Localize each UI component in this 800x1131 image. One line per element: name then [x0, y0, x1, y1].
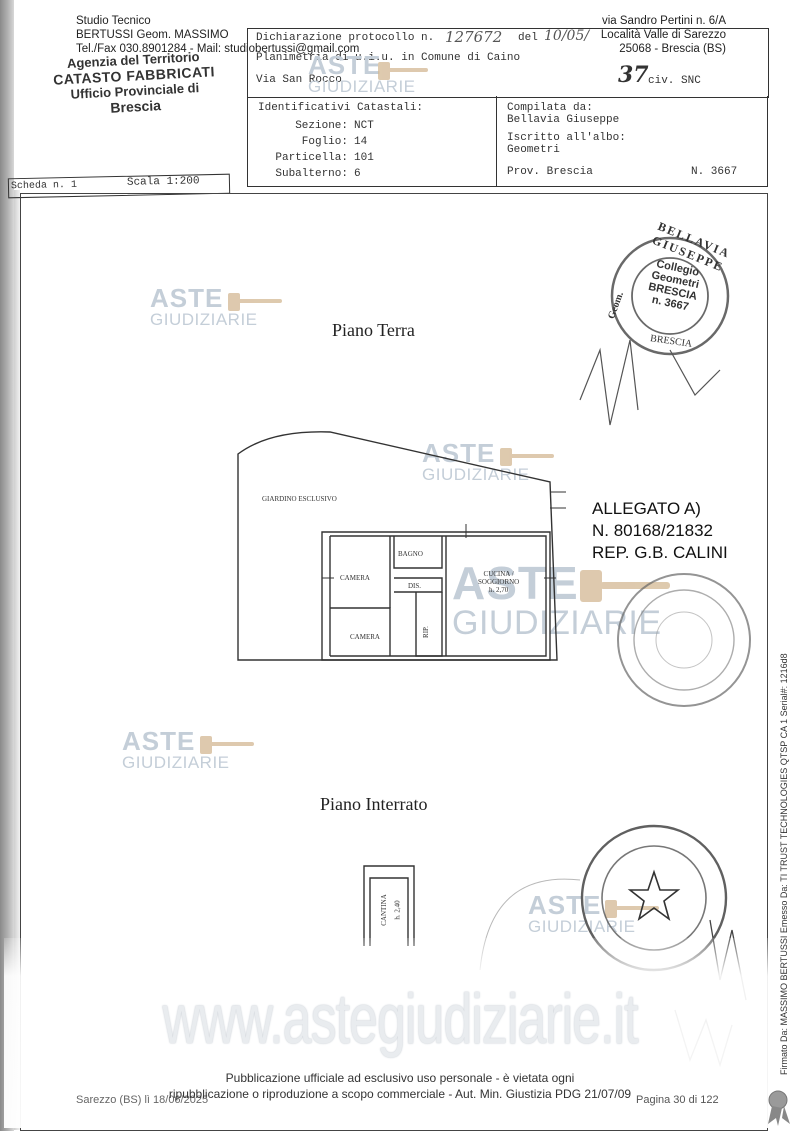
footer-place-date: Sarezzo (BS) lì 18/06/2025	[76, 1094, 209, 1106]
room-cellar: CANTINA	[379, 894, 388, 926]
id-label: Subalterno:	[275, 168, 348, 180]
id-label: Foglio:	[301, 136, 348, 148]
watermark: ASTE GIUDIZIARIE	[422, 440, 530, 483]
protocol-number: 127672	[445, 28, 503, 46]
watermark-line: GIUDIZIARIE	[422, 465, 530, 484]
watermark-line: ASTE	[452, 557, 579, 609]
address-line: Località Valle di Sarezzo	[600, 29, 726, 41]
id-label: Sezione:	[295, 120, 348, 132]
civic-suffix: civ. SNC	[648, 75, 701, 87]
watermark-line: ASTE	[308, 50, 382, 80]
id-value: NCT	[354, 120, 374, 132]
compiled-box: Compilata da: Bellavia Giuseppe Iscritto…	[495, 96, 768, 187]
date-label: del	[518, 32, 538, 44]
gavel-icon	[200, 62, 670, 918]
scan-band	[14, 190, 20, 1130]
basement-plan	[363, 865, 415, 946]
identifiers-heading: Identificativi Catastali:	[258, 102, 424, 114]
watermark: ASTE GIUDIZIARIE	[122, 728, 230, 771]
footer-page: Pagina 30 di 122	[636, 1094, 719, 1106]
ribbon-badge-icon	[768, 1090, 790, 1126]
room-kitchen: CUCINA / SOGGIORNO h. 2,70	[478, 570, 519, 594]
basement-title: Piano Interrato	[320, 794, 428, 814]
site-watermark: www.astegiudiziarie.it	[162, 980, 638, 1060]
room-rip: RIP.	[421, 626, 430, 638]
digital-signature: Firmato Da: MASSIMO BERTUSSI Emesso Da: …	[779, 653, 789, 1075]
publication-notice: Pubblicazione ufficiale ad esclusivo uso…	[0, 1070, 800, 1102]
room-garden: GIARDINO ESCLUSIVO	[262, 495, 337, 503]
watermark-line: ASTE	[150, 283, 224, 313]
id-value: 14	[354, 136, 368, 148]
watermark-line: GIUDIZIARIE	[308, 77, 416, 96]
allegato-line: ALLEGATO A)	[592, 499, 701, 518]
notice-line: Pubblicazione ufficiale ad esclusivo uso…	[225, 1071, 575, 1085]
studio-line: Studio Tecnico	[76, 15, 151, 27]
footer-banner	[4, 938, 794, 1128]
date-value: 10/05/	[544, 28, 590, 44]
watermark: ASTE GIUDIZIARIE	[308, 52, 416, 95]
room-kitchen-height: h. 2,70	[488, 586, 509, 594]
planimetry-line: Planimetria di u.i.u. in Comune di Caino	[256, 52, 521, 64]
watermark: ASTE GIUDIZIARIE	[150, 285, 258, 328]
studio-line: BERTUSSI Geom. MASSIMO	[76, 29, 229, 41]
street: Via San Rocco	[256, 74, 342, 86]
watermark-line: ASTE	[528, 890, 602, 920]
notice-line: ripubblicazione o riproduzione a scopo c…	[168, 1087, 632, 1101]
civic-number: 37	[618, 62, 649, 88]
studio-info: Studio Tecnico BERTUSSI Geom. MASSIMO Te…	[76, 14, 359, 56]
notary-seal-1	[617, 573, 751, 707]
identifiers-box: Identificativi Catastali: Sezione: NCT F…	[247, 96, 497, 187]
register-label: Iscritto all'albo:	[507, 132, 626, 144]
watermark-line: GIUDIZIARIE	[122, 753, 230, 772]
province: Prov. Brescia	[507, 166, 593, 178]
allegato-note: ALLEGATO A) N. 80168/21832 REP. G.B. CAL…	[592, 498, 728, 564]
register-number: N. 3667	[691, 166, 738, 178]
id-label: Particella:	[275, 152, 348, 164]
watermark-line: GIUDIZIARIE	[150, 310, 258, 329]
room-bath: BAGNO	[398, 550, 423, 558]
ground-floor-title: Piano Terra	[332, 320, 415, 340]
room-dis: DIS.	[408, 582, 422, 590]
ground-floor-plan	[237, 431, 566, 661]
allegato-line: REP. G.B. CALINI	[592, 543, 728, 562]
signature-top	[579, 339, 721, 426]
room-bedroom-1: CAMERA	[340, 574, 370, 582]
declaration-box: Dichiarazione protocollo n. 127672 del 1…	[247, 28, 769, 98]
address-line: via Sandro Pertini n. 6/A	[601, 15, 726, 27]
scan-margin	[0, 0, 14, 1131]
id-value: 101	[354, 152, 374, 164]
allegato-line: N. 80168/21832	[592, 521, 713, 540]
room-bedroom-2: CAMERA	[350, 633, 380, 641]
compiled-name: Bellavia Giuseppe	[507, 114, 620, 126]
room-kitchen-line1: CUCINA /	[483, 570, 514, 578]
register-value: Geometri	[507, 144, 560, 156]
address-line: 25068 - Brescia (BS)	[619, 43, 726, 55]
protocol-label: Dichiarazione protocollo n.	[256, 32, 435, 44]
studio-line: Tel./Fax 030.8901284 - Mail: studiobertu…	[76, 43, 360, 55]
geometri-stamp	[610, 236, 730, 356]
watermark-large: ASTE GIUDIZIARIE	[452, 560, 662, 640]
id-value: 6	[354, 168, 361, 180]
room-cellar-height: h. 2,40	[393, 900, 402, 920]
studio-address: via Sandro Pertini n. 6/A Località Valle…	[601, 14, 726, 56]
compiled-heading: Compilata da:	[507, 102, 593, 114]
watermark-line: ASTE	[122, 726, 196, 756]
room-kitchen-line2: SOGGIORNO	[478, 578, 520, 586]
